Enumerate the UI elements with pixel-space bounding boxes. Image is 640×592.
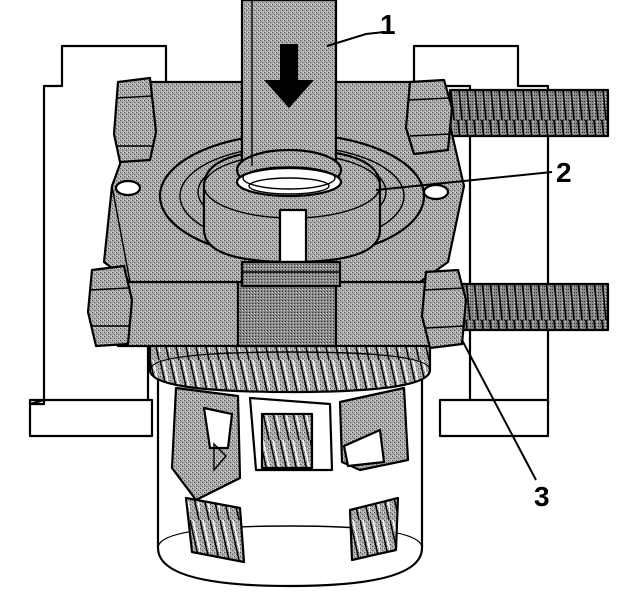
- differential-case: [156, 344, 424, 588]
- callout-2: 2: [556, 157, 572, 188]
- upper-threaded-rod: [448, 88, 610, 138]
- lower-puller-plate: [116, 280, 440, 348]
- upper-left-nut: [112, 76, 158, 164]
- callout-3: 3: [534, 481, 550, 512]
- downward-arrow-icon: [264, 44, 314, 108]
- press-ram: [235, 0, 343, 198]
- lower-right-nut: [420, 268, 468, 350]
- upper-right-nut: [404, 78, 454, 156]
- callout-1: 1: [380, 9, 396, 40]
- lower-threaded-rod: [456, 282, 610, 332]
- lower-left-nut: [86, 264, 134, 348]
- leader-lines: [326, 31, 553, 481]
